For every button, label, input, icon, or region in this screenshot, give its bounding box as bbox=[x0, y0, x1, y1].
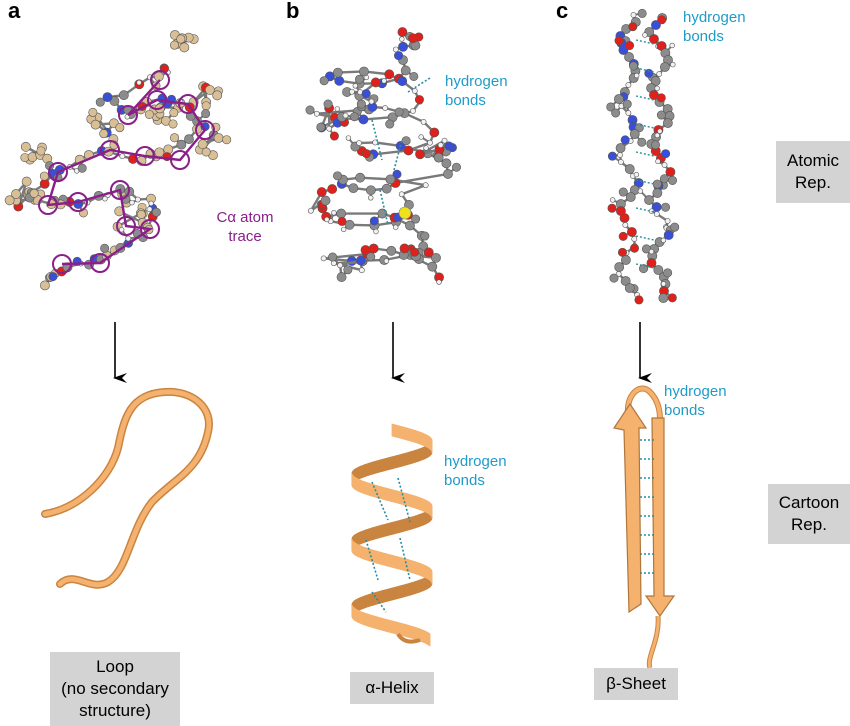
cartoon-helix bbox=[351, 423, 433, 647]
panel-letter-b: b bbox=[286, 0, 300, 23]
hbond-annotation-sheet-atomic: hydrogen bonds bbox=[683, 9, 746, 45]
label-sheet: β-Sheet bbox=[594, 668, 678, 700]
panel-letter-c: c bbox=[556, 0, 569, 23]
atomic-model-loop bbox=[4, 30, 232, 291]
cartoon-loop bbox=[41, 387, 213, 589]
ca-trace-annotation: Cα atom trace bbox=[216, 209, 274, 245]
panel-letter-a: a bbox=[8, 0, 21, 23]
hbond-annotation-sheet-cartoon: hydrogen bonds bbox=[664, 383, 727, 419]
atomic-model-sheet bbox=[606, 8, 680, 305]
row-label-cartoon: Cartoon Rep. bbox=[768, 484, 850, 544]
hbond-annotation-helix-cartoon: hydrogen bonds bbox=[444, 453, 507, 489]
atomic-model-helix bbox=[305, 27, 461, 285]
hbond-annotation-helix-atomic: hydrogen bonds bbox=[445, 73, 508, 109]
row-label-atomic: Atomic Rep. bbox=[776, 141, 850, 203]
label-loop: Loop (no secondary structure) bbox=[50, 652, 180, 726]
label-helix: α-Helix bbox=[350, 672, 434, 704]
cartoon-sheet bbox=[613, 385, 676, 669]
